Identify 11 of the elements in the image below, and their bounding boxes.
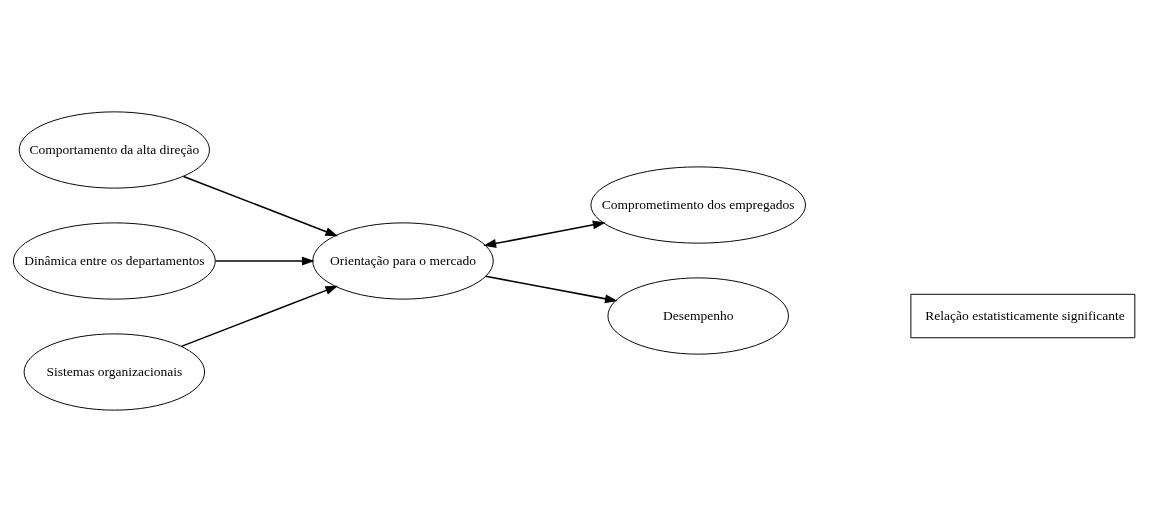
node-ellipse: Sistemas organizacionais	[23, 333, 206, 411]
node-ellipse: Dinâmica entre os departamentos	[12, 222, 216, 300]
legend-label: Relação estatisticamente significante	[925, 308, 1125, 324]
node-ellipse: Orientação para o mercado	[312, 222, 494, 300]
arrow	[484, 275, 618, 304]
arrow	[180, 285, 339, 348]
arrow	[214, 256, 315, 266]
node-ellipse: Desempenho	[607, 277, 789, 355]
arrow	[182, 175, 339, 237]
node-ellipse: Comportamento da alta direção	[18, 111, 210, 189]
arrow	[483, 220, 606, 248]
